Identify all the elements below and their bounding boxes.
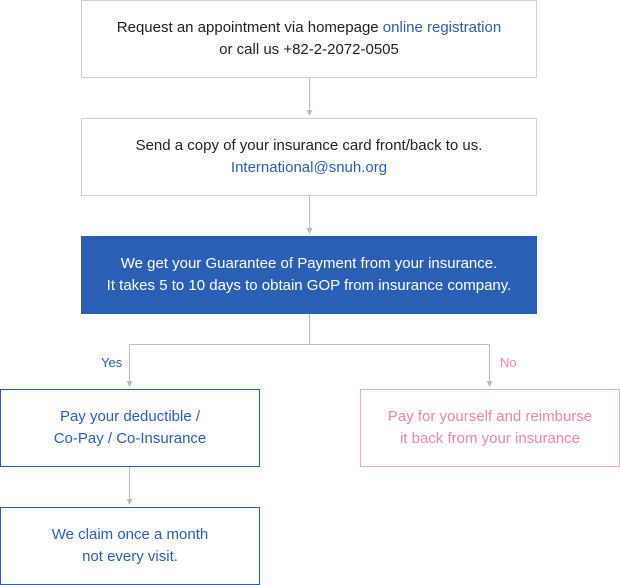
- international-email-link[interactable]: International@snuh.org: [230, 159, 388, 176]
- branch-yes-label: Yes: [101, 355, 123, 370]
- step-request-appointment-line1: Request an appointment via homepage onli…: [117, 17, 501, 39]
- step-pay-deductible-line2: Co-Pay / Co-Insurance: [53, 430, 207, 447]
- step-pay-deductible: Pay your deductible / Co-Pay / Co-Insura…: [0, 389, 260, 467]
- arrowhead-step2: [306, 110, 313, 116]
- step-monthly-claim-line1: We claim once a month: [51, 526, 209, 543]
- step-guarantee-of-payment: We get your Guarantee of Payment from yo…: [81, 236, 537, 314]
- step-pay-deductible-line1: Pay your deductible /: [59, 408, 201, 425]
- step-pay-yourself: Pay for yourself and reimburse it back f…: [360, 389, 620, 467]
- step-guarantee-of-payment-line1: We get your Guarantee of Payment from yo…: [120, 255, 498, 272]
- arrowhead-step3: [306, 228, 313, 234]
- arrowhead-final: [126, 499, 133, 505]
- arrowhead-no: [486, 381, 493, 387]
- online-registration-link[interactable]: online registration: [382, 19, 502, 36]
- step-monthly-claim-line2: not every visit.: [82, 548, 178, 565]
- arrowhead-yes: [126, 381, 133, 387]
- step-request-appointment-text: Request an appointment via homepage: [116, 19, 383, 36]
- step-request-appointment: Request an appointment via homepage onli…: [81, 0, 537, 78]
- step-pay-yourself-line2: it back from your insurance: [399, 430, 581, 447]
- step-pay-yourself-line1: Pay for yourself and reimburse: [387, 408, 593, 425]
- step-monthly-claim: We claim once a month not every visit.: [0, 507, 260, 585]
- step-send-insurance-card: Send a copy of your insurance card front…: [81, 118, 537, 196]
- step-send-insurance-card-line1: Send a copy of your insurance card front…: [135, 137, 483, 154]
- step-guarantee-of-payment-line2: It takes 5 to 10 days to obtain GOP from…: [106, 277, 512, 294]
- branch-no-label: No: [500, 355, 517, 370]
- step-request-appointment-line2: or call us +82-2-2072-0505: [219, 41, 399, 58]
